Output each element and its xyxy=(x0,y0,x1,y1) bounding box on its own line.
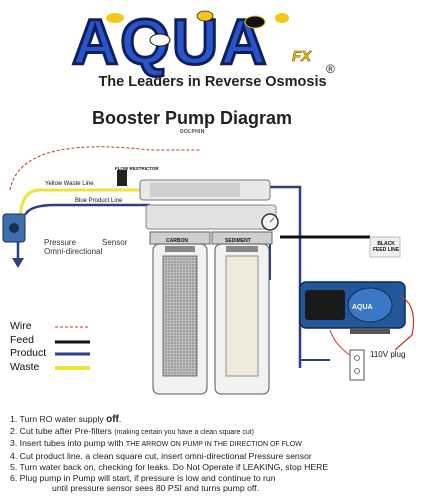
label-sediment: SEDIMENT xyxy=(225,238,251,244)
label-black-feed-line: BLACK FEED LINE xyxy=(373,241,400,253)
instruction-step: 1. Turn RO water supply off. xyxy=(10,414,122,425)
label-sensor: Sensor xyxy=(102,238,128,247)
label-plug: 110V plug xyxy=(370,350,406,359)
instruction-step: 4. Cut product line, a clean square cut,… xyxy=(10,451,312,462)
logo-suffix: FX xyxy=(292,48,312,65)
fish-icon xyxy=(106,13,124,23)
instruction-step: 3. Insert tubes into pump with THE ARROW… xyxy=(10,438,302,449)
diagram-title: Booster Pump Diagram xyxy=(92,108,293,128)
legend-wire-label: Wire xyxy=(10,320,32,332)
sediment-filter xyxy=(211,231,273,395)
label-blue-product-line: Blue Product Line xyxy=(75,198,123,204)
instruction-step: until pressure sensor sees 80 PSI and tu… xyxy=(52,483,260,494)
svg-text:AQUA: AQUA xyxy=(352,304,373,311)
legend-waste-label: Waste xyxy=(10,361,40,373)
label-pressure-sensor: Pressure Omni-directional xyxy=(44,238,103,256)
pressure-sensor-icon xyxy=(2,213,26,243)
label-yellow-waste-line: Yellow Waste Line xyxy=(45,181,94,187)
legend xyxy=(55,326,90,370)
instruction-step: 6. Plug pump in Pump will start, if pres… xyxy=(10,472,276,483)
aquafx-logo: AQUA FX ® xyxy=(71,5,336,80)
membrane-housing xyxy=(139,179,277,230)
registered-mark: ® xyxy=(326,62,335,76)
power-outlet-icon xyxy=(349,349,365,381)
carbon-filter xyxy=(149,231,211,395)
label-carbon: CARBON xyxy=(166,238,188,244)
logo-text: AQUA xyxy=(72,6,268,78)
instruction-step: 5. Turn water back on, checking for leak… xyxy=(10,461,329,472)
legend-product-label: Product xyxy=(10,347,47,359)
booster-pump-icon: AQUA xyxy=(299,281,415,356)
legend-feed-label: Feed xyxy=(10,334,34,346)
instructions-list: 1. Turn RO water supply off. 2. Cut tube… xyxy=(10,414,420,494)
tagline: The Leaders in Reverse Osmosis xyxy=(98,74,327,90)
instruction-step: 2. Cut tube after Pre-filters (making ce… xyxy=(10,425,254,436)
label-flow-restrictor: FLOW RESTRICTOR xyxy=(115,166,159,171)
diagram-subtitle: DOLPHIN xyxy=(180,129,205,135)
